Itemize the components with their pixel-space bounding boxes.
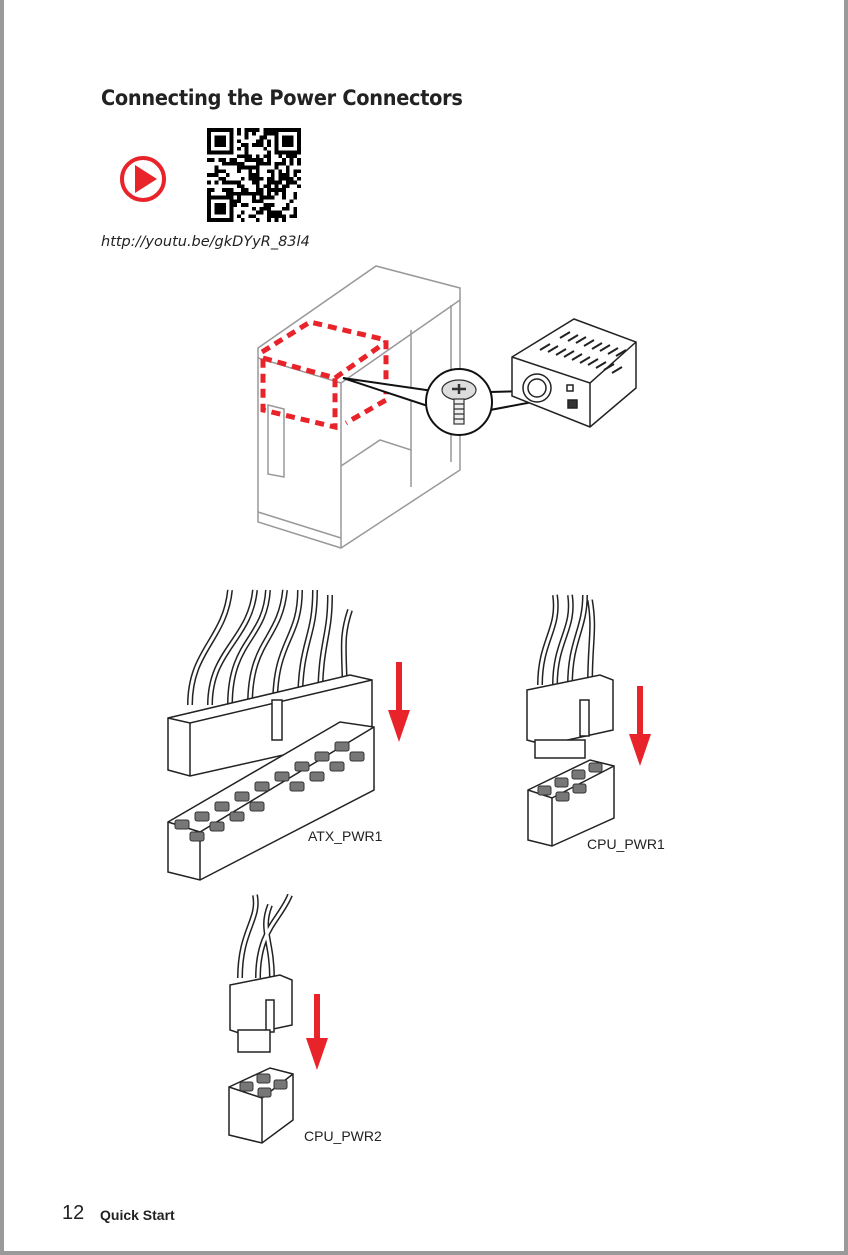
cpu2-connector: [228, 893, 294, 1144]
footer-section-title: Quick Start: [100, 1207, 175, 1223]
atx-pwr1-label: ATX_PWR1: [308, 828, 383, 844]
play-video-icon[interactable]: [118, 154, 168, 204]
page-title: Connecting the Power Connectors: [101, 86, 463, 110]
video-link[interactable]: http://youtu.be/gkDYyR_83l4: [101, 234, 310, 250]
down-arrow-icon: [306, 662, 651, 1070]
highlight-dashed-outline: [260, 319, 389, 431]
page-number: 12: [62, 1202, 85, 1224]
qr-code[interactable]: [206, 128, 302, 222]
cpu-pwr1-label: CPU_PWR1: [587, 836, 665, 852]
psu-illustration: [511, 318, 637, 428]
cpu1-connector: [526, 594, 615, 847]
cpu-pwr2-label: CPU_PWR2: [304, 1128, 382, 1144]
atx-cable-plug: [167, 589, 375, 881]
screw-icon: [441, 379, 477, 425]
